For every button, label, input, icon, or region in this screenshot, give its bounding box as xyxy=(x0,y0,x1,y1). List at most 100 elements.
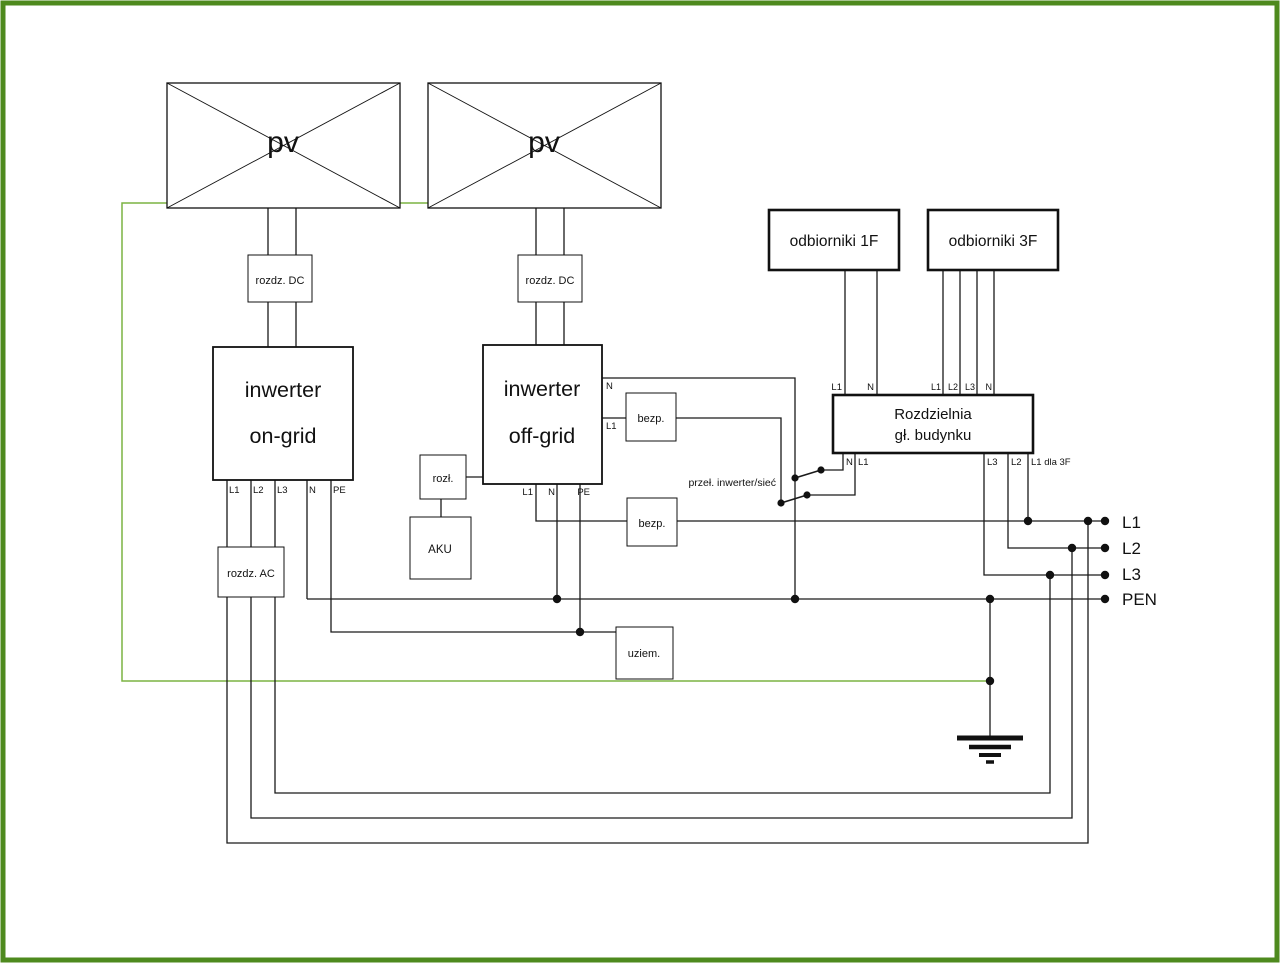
bus-terminal-l1 xyxy=(1100,516,1110,526)
bezp-bottom-label: bezp. xyxy=(639,518,666,530)
rozdz-ac-label: rozdz. AC xyxy=(227,568,275,580)
switch-contact xyxy=(791,474,799,482)
pv-left-label: pv xyxy=(267,126,299,159)
pin-odb3f-l1: L1 xyxy=(931,382,941,392)
changeover-switch xyxy=(780,469,822,504)
pin-ongrid-l3: L3 xyxy=(277,485,288,496)
junction-dot xyxy=(552,594,562,604)
bezp-bottom-box xyxy=(626,497,678,547)
rozdz-dc-right-box xyxy=(517,254,583,303)
inverter-off-grid-box xyxy=(482,344,603,485)
junction-dot xyxy=(985,676,995,686)
pv-left-box xyxy=(166,82,401,209)
rozl-label: rozł. xyxy=(433,473,454,485)
bus-terminal-l2 xyxy=(1100,543,1110,553)
wire-ongrid-l1-loop xyxy=(226,480,1089,844)
aku-label: AKU xyxy=(428,544,452,556)
pin-odb1f-n: N xyxy=(867,382,874,393)
switch-label: przeł. inwerter/sieć xyxy=(688,477,776,489)
pin-ongrid-n: N xyxy=(309,485,316,496)
bus-terminal-pen xyxy=(1100,594,1110,604)
pin-offgrid-pe: PE xyxy=(577,487,590,498)
pin-ongrid-l1: L1 xyxy=(229,485,240,496)
junction-dot xyxy=(1023,516,1033,526)
pin-rozdzielnia-l1: L1 xyxy=(858,457,869,468)
wires xyxy=(226,208,1105,844)
bus-label-l1: L1 xyxy=(1122,513,1141,532)
rozdzielnia-label-2: gł. budynku xyxy=(895,427,972,444)
pv-right-label: pv xyxy=(528,126,560,159)
inverter-off-grid-label-1: inwerter xyxy=(504,377,580,401)
rozdz-dc-left-box xyxy=(247,254,313,303)
pin-odb3f-l2: L2 xyxy=(948,382,958,392)
pin-rozdzielnia-l1-3f: L1 dla 3F xyxy=(1031,457,1071,468)
odbiorniki-1f-box xyxy=(767,208,901,272)
pin-rozdzielnia-n: N xyxy=(846,457,853,468)
pin-rozdzielnia-l2: L2 xyxy=(1011,457,1022,468)
rozdzielnia-label-1: Rozdzielnia xyxy=(894,406,972,423)
junction-dot xyxy=(575,627,585,637)
bezp-top-label: bezp. xyxy=(638,413,665,425)
pin-rozdzielnia-l3: L3 xyxy=(987,457,998,468)
pin-odb1f-l1: L1 xyxy=(831,382,842,393)
inverter-on-grid-box xyxy=(212,346,354,481)
wire-ongrid-l3-loop xyxy=(274,480,1051,794)
pin-offgrid-n-bottom: N xyxy=(548,487,555,498)
component-boxes xyxy=(166,82,1060,680)
inverter-on-grid-label-2: on-grid xyxy=(250,424,317,448)
ground-wires xyxy=(121,202,990,682)
junction-dot xyxy=(790,594,800,604)
rozdzielnia-box xyxy=(831,393,1035,455)
pin-ongrid-l2: L2 xyxy=(253,485,264,496)
rozl-box xyxy=(419,454,467,500)
pv-cross-icon xyxy=(166,82,401,209)
pin-odb3f-n: N xyxy=(986,382,993,392)
wire-switch-n-common xyxy=(821,453,844,471)
wire-pe-run xyxy=(330,480,616,633)
inverter-on-grid-label-1: inwerter xyxy=(245,378,321,402)
pin-offgrid-l1-right: L1 xyxy=(606,421,617,432)
switch-blade-l1 xyxy=(780,494,808,504)
bus-label-pen: PEN xyxy=(1122,590,1157,609)
rozdz-ac-box xyxy=(217,546,285,598)
inverter-off-grid-label-2: off-grid xyxy=(509,424,576,448)
junction-dot xyxy=(985,594,995,604)
bezp-top-box xyxy=(625,392,677,442)
pin-odb3f-l3: L3 xyxy=(965,382,975,392)
junction-dots xyxy=(552,466,1110,686)
switch-contact xyxy=(803,491,811,499)
wire-offgrid-n-out xyxy=(602,377,796,599)
aku-box xyxy=(409,516,472,580)
junction-dot xyxy=(1045,570,1055,580)
switch-blade-n xyxy=(794,469,822,479)
bus-terminal-l3 xyxy=(1100,570,1110,580)
switch-contact xyxy=(777,499,785,507)
uziem-label: uziem. xyxy=(628,648,660,660)
pin-offgrid-l1: L1 xyxy=(522,487,533,498)
bus-label-l3: L3 xyxy=(1122,565,1141,584)
wire-switch-l1-common xyxy=(807,453,856,496)
pv-cross-icon xyxy=(427,82,662,209)
switch-contact xyxy=(817,466,825,474)
odbiorniki-3f-label: odbiorniki 3F xyxy=(949,233,1038,250)
uziem-box xyxy=(615,626,674,680)
wire-l3-bus xyxy=(983,453,1105,576)
rozdz-dc-right-label: rozdz. DC xyxy=(526,275,575,287)
wire-offgrid-l1-in xyxy=(535,484,627,522)
pv-earth-wire xyxy=(121,202,990,682)
labels: pv pv rozdz. DC rozdz. DC inwerter on-gr… xyxy=(227,126,1157,660)
pin-offgrid-n-right: N xyxy=(606,381,613,392)
odbiorniki-3f-box xyxy=(926,208,1060,272)
pin-ongrid-pe: PE xyxy=(333,485,346,496)
rozdz-dc-left-label: rozdz. DC xyxy=(256,275,305,287)
bus-label-l2: L2 xyxy=(1122,539,1141,558)
pv-right-box xyxy=(427,82,662,209)
junction-dot xyxy=(1083,516,1093,526)
odbiorniki-1f-label: odbiorniki 1F xyxy=(790,233,879,250)
wire-bezp-to-switch xyxy=(676,417,782,503)
wire-ongrid-l2-loop xyxy=(250,480,1073,819)
junction-dot xyxy=(1067,543,1077,553)
